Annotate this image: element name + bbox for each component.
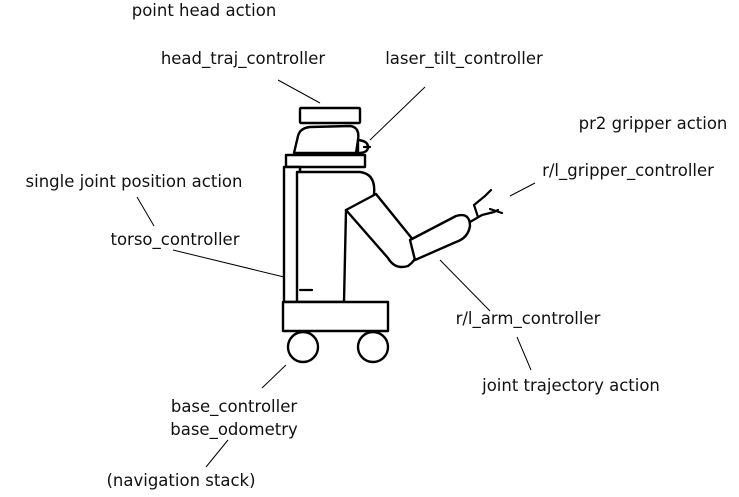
gripper-upper-finger (472, 188, 493, 219)
head-top-plate (298, 106, 362, 125)
torso-controller-label: torso_controller (110, 230, 240, 249)
leader-navigation (205, 439, 229, 468)
leader-base (261, 364, 287, 389)
arm-controller-label: r/l_arm_controller (455, 309, 601, 328)
leader-torso (172, 249, 285, 278)
head-body (292, 124, 360, 155)
leader-head-traj (277, 79, 321, 104)
laser-tilt-controller-label: laser_tilt_controller (385, 49, 543, 68)
leader-joint-traj (516, 336, 532, 371)
head-traj-controller-label: head_traj_controller (160, 49, 326, 68)
joint-trajectory-action-label: joint trajectory action (482, 376, 660, 395)
point-head-action-label: point head action (131, 1, 277, 20)
right-wheel (356, 330, 390, 364)
upper-arm-link (344, 192, 419, 269)
base-chassis (281, 300, 390, 333)
gripper-pad (488, 207, 504, 215)
base-controller-label: base_controller (170, 397, 298, 416)
shoulder-link (295, 170, 376, 304)
gripper-controller-label: r/l_gripper_controller (542, 161, 714, 180)
leader-single-joint (136, 196, 155, 227)
left-wheel (286, 330, 320, 364)
navigation-stack-label: (navigation stack) (106, 471, 256, 490)
single-joint-position-action-label: single joint position action (25, 172, 243, 191)
leader-arm (439, 259, 491, 312)
wrist-line (468, 213, 484, 224)
base-odometry-label: base_odometry (170, 420, 298, 439)
pr2-gripper-action-label: pr2 gripper action (578, 114, 728, 133)
leader-laser-tilt (369, 86, 426, 141)
shoulder-plate (284, 153, 367, 169)
forearm-link (408, 213, 472, 262)
leader-gripper (509, 182, 536, 197)
